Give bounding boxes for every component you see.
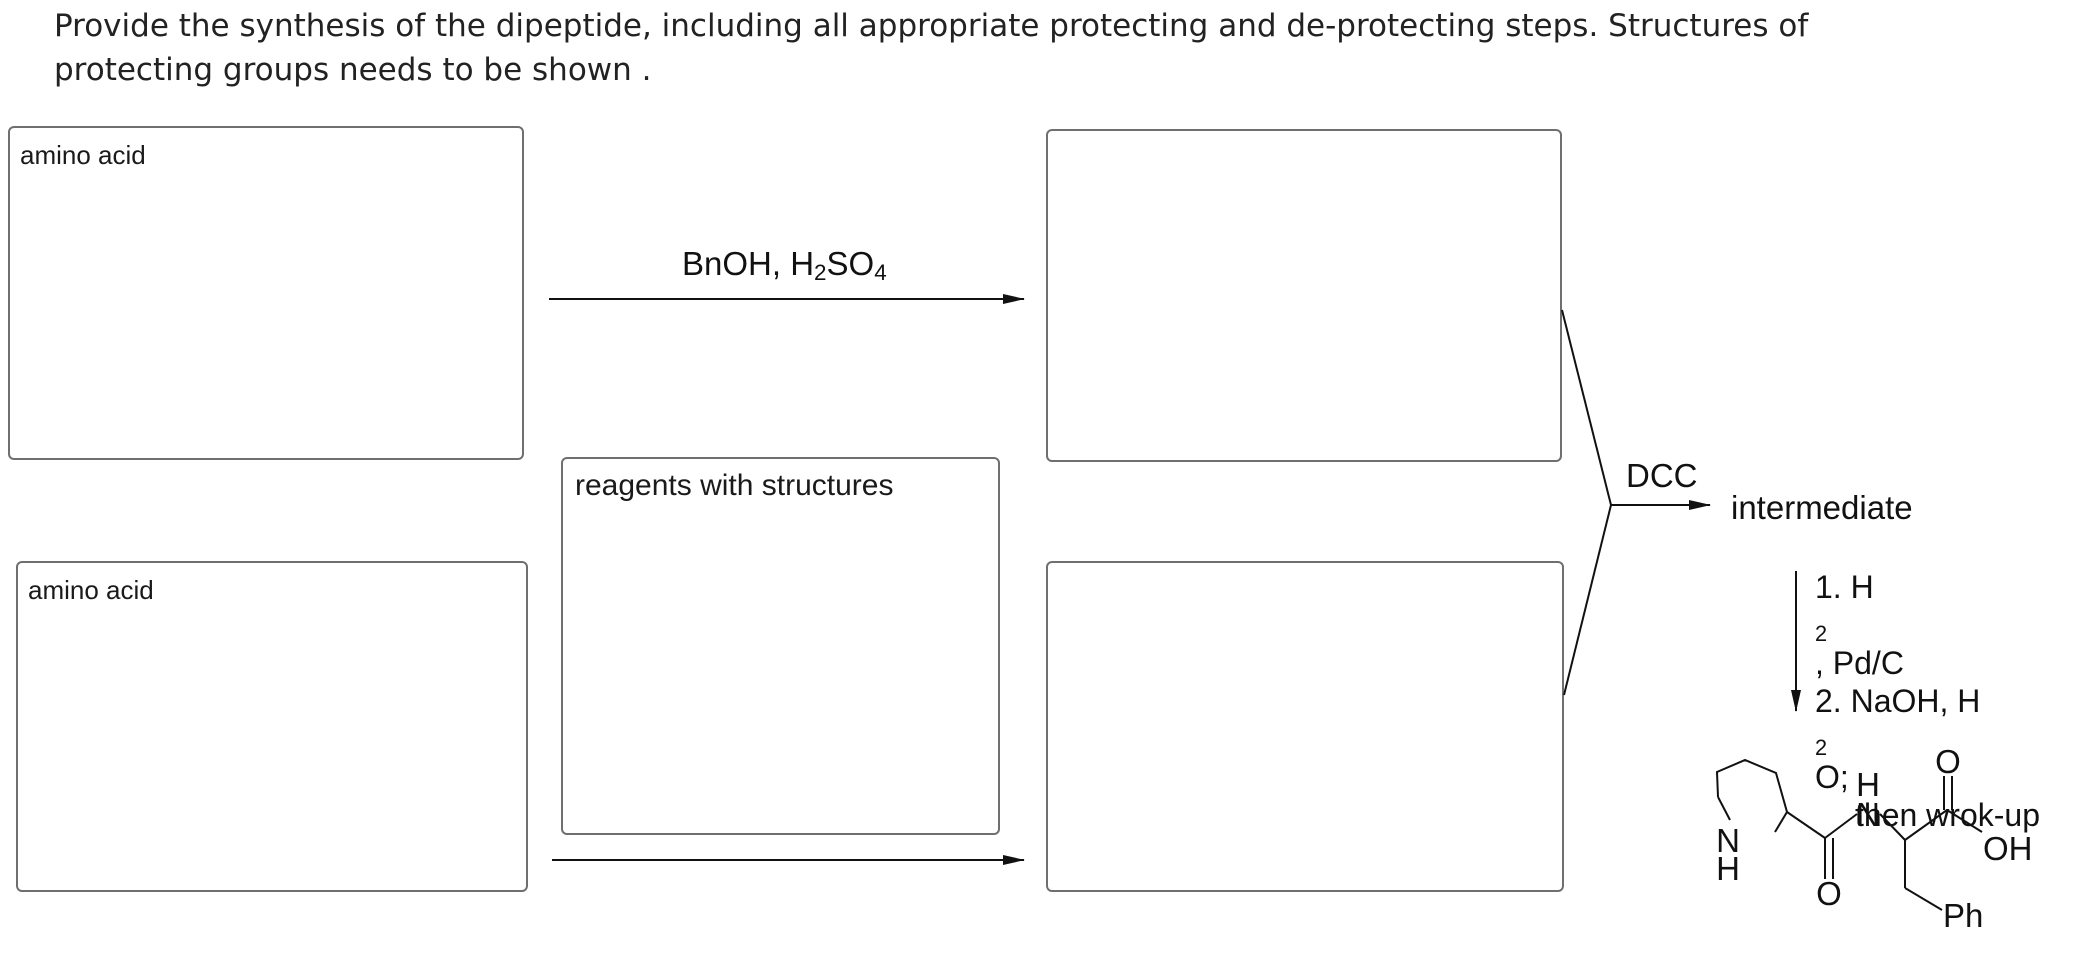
step1-sub: 2 [1815,620,1828,646]
atom-oh: OH [1983,830,2033,867]
amino-acid-box-top[interactable]: amino acid [8,126,524,460]
bond-ch2-ph [1904,887,1943,911]
atom-ph: Ph [1943,897,1983,934]
reagent-bnoh-h2so4: BnOH, H2SO4 [682,245,887,285]
product-box-bottom[interactable] [1046,561,1564,892]
ring-bond-c-n [1717,796,1731,821]
step2-sub: 2 [1815,734,1828,760]
atom-o-acid: O [1935,743,1961,780]
reagent-text-1: BnOH, H [682,245,815,282]
convergence-line-bottom [1563,504,1612,696]
atom-n-ring: N [1716,822,1740,859]
step2-text-b: O; [1815,759,1849,795]
bond-calpha-cooh [1904,809,1948,841]
atom-o-amide: O [1816,875,1842,912]
convergence-line-top [1561,309,1612,506]
intermediate-label: intermediate [1731,489,1913,526]
reagent-sub-1: 2 [814,259,827,285]
deprotection-step-1: 1. H 2, Pd/C [1815,568,2040,682]
dcc-label: DCC [1626,457,1698,494]
step1-text-a: 1. H [1815,569,1874,605]
bond-ca-carbonyl [1786,811,1826,839]
bond-carbonyl-nh [1824,813,1858,839]
amino-acid-box-bottom[interactable]: amino acid [16,561,528,892]
reagents-label: reagents with structures [575,469,894,502]
bond-acid-oh [1946,809,1983,833]
deprotection-step-2-workup: then wrok-up [1855,797,2040,833]
step2-text-a: 2. NaOH, H [1815,683,1981,719]
reagent-sub-2: 4 [874,259,887,285]
reagent-text-2: SO [826,245,875,282]
instructions-line-2: protecting groups needs to be shown . [54,52,652,88]
instructions-line-1: Provide the synthesis of the dipeptide, … [54,8,1809,44]
product-structure [1715,758,1983,911]
instructions: Provide the synthesis of the dipeptide, … [54,4,1894,92]
atom-h-amide: H [1856,766,1880,803]
bond-nh-calpha [1879,813,1906,841]
atom-n-amide: N [1856,796,1880,833]
product-atom-labels: N H O H N O OH Ph [1716,743,2032,934]
amino-acid-label-top: amino acid [20,140,146,170]
atom-h-ring: H [1716,850,1740,887]
pyrrolidine-ring [1715,758,1789,833]
amino-acid-label-bottom: amino acid [28,575,154,605]
product-box-top[interactable] [1046,129,1562,462]
reagents-box[interactable]: reagents with structures [561,457,1000,835]
step1-text-b: , Pd/C [1815,645,1904,681]
